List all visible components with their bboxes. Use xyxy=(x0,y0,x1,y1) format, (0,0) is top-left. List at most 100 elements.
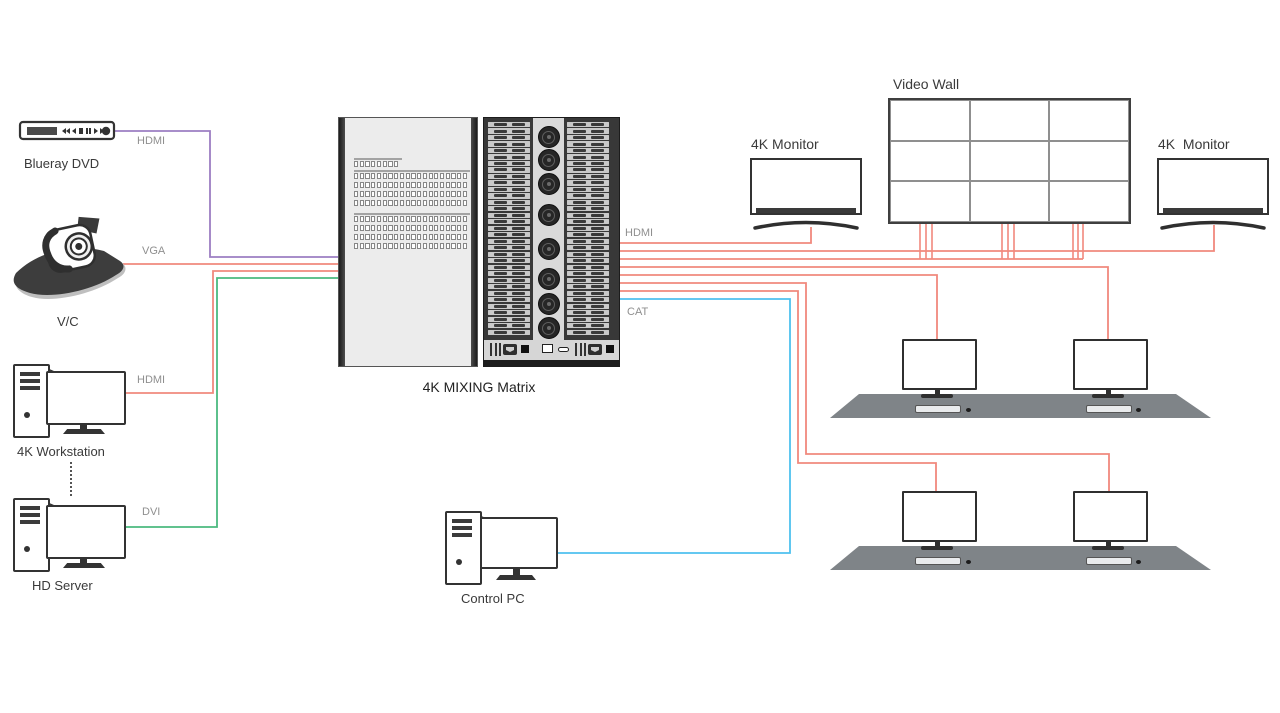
matrix-rear-slot xyxy=(488,134,530,141)
mouse-icon xyxy=(966,408,971,412)
matrix-rear-slot xyxy=(488,212,530,218)
matrix-rear-slot xyxy=(488,310,530,316)
cable-label-out-hdmi: HDMI xyxy=(625,227,654,239)
matrix-rear-slot xyxy=(488,277,530,283)
cable-out-desk1-left xyxy=(620,274,938,340)
matrix-front-button xyxy=(417,225,422,231)
workstation-monitor xyxy=(46,371,126,425)
desk2-monitor-right-stand xyxy=(1106,542,1111,548)
keyboard-icon xyxy=(1086,557,1132,565)
matrix-front-button xyxy=(457,200,462,206)
matrix-front-button xyxy=(371,234,376,240)
matrix-front-button xyxy=(462,243,468,249)
matrix-front-button xyxy=(399,200,405,206)
matrix-front-button xyxy=(388,173,393,179)
matrix-front-button-row xyxy=(354,182,468,188)
cable-out-desk2-left xyxy=(620,290,937,492)
matrix-front-button xyxy=(388,200,393,206)
desk-2 xyxy=(830,546,1211,570)
blueray-dvd-label: Blueray DVD xyxy=(24,156,100,171)
matrix-front-button xyxy=(399,216,405,222)
matrix-front-button xyxy=(417,216,422,222)
monitor-right-stand xyxy=(1160,220,1266,230)
matrix-front-bar xyxy=(354,170,470,172)
matrix-front-button xyxy=(365,243,370,249)
matrix-front-button xyxy=(434,225,439,231)
matrix-front-button xyxy=(354,182,359,188)
matrix-front-button xyxy=(411,243,416,249)
matrix-front-button xyxy=(382,200,387,206)
matrix-front-button xyxy=(428,200,433,206)
matrix-rear-slot xyxy=(567,141,609,147)
matrix-rear-slot xyxy=(567,199,609,205)
matrix-rear-slot xyxy=(488,258,530,264)
matrix-front-button xyxy=(422,225,427,231)
matrix-rear-slot xyxy=(567,180,609,186)
matrix-front-button xyxy=(394,243,399,249)
matrix-front-button xyxy=(411,225,416,231)
matrix-front-button xyxy=(451,243,456,249)
matrix-rear-slot xyxy=(567,238,609,244)
matrix-rear-slot xyxy=(567,212,609,218)
matrix-rear-right-slots xyxy=(567,122,609,335)
cable-out-desk1-right xyxy=(620,266,1109,340)
matrix-rear-slot xyxy=(488,238,530,244)
cable-control-pc-cat xyxy=(554,298,791,554)
matrix-front-button xyxy=(388,191,393,197)
matrix-front-bar xyxy=(354,213,470,215)
matrix-front-button xyxy=(411,191,416,197)
matrix-rear-slot xyxy=(567,134,609,141)
matrix-front-button xyxy=(394,161,399,167)
matrix-rear-slot xyxy=(567,290,609,296)
matrix-front-button xyxy=(417,243,422,249)
matrix-front-button xyxy=(457,243,462,249)
matrix-front-button xyxy=(428,243,433,249)
matrix-front-button xyxy=(388,216,393,222)
matrix-rear-slot xyxy=(488,303,530,309)
matrix-rear-slot xyxy=(488,160,530,167)
matrix-front-panel xyxy=(338,117,478,367)
matrix-rear-slot xyxy=(488,316,530,322)
matrix-front-button xyxy=(434,243,439,249)
matrix-rear-slot xyxy=(567,264,609,270)
power-switch-icon xyxy=(521,345,529,353)
matrix-rear-slot xyxy=(488,193,530,199)
matrix-front-button xyxy=(394,216,399,222)
matrix-rear-slot xyxy=(567,284,609,290)
matrix-front-button xyxy=(359,200,364,206)
desk2-monitor-right-base xyxy=(1092,546,1124,550)
matrix-front-button xyxy=(440,243,445,249)
desk1-monitor-left-stand xyxy=(935,390,940,396)
workstation-server-dotted-link xyxy=(70,462,72,496)
matrix-rear-slot xyxy=(567,193,609,199)
server-monitor-base xyxy=(63,563,105,568)
matrix-rear-slot xyxy=(488,128,530,134)
monitor-left-screen xyxy=(750,158,862,215)
matrix-rear-slot xyxy=(488,251,530,257)
workstation-label: 4K Workstation xyxy=(17,444,105,459)
matrix-front-button xyxy=(371,200,376,206)
matrix-front-button xyxy=(445,225,450,231)
matrix-front-button xyxy=(376,173,382,179)
matrix-front-button-row xyxy=(354,173,468,179)
matrix-front-button xyxy=(371,191,376,197)
matrix-front-button-row xyxy=(354,216,468,222)
matrix-front-button-row xyxy=(354,234,468,240)
matrix-front-button xyxy=(451,173,456,179)
matrix-rear-slot xyxy=(488,122,530,128)
matrix-front-button xyxy=(394,191,399,197)
matrix-front-button xyxy=(399,243,405,249)
control-pc-label: Control PC xyxy=(461,591,525,606)
matrix-rear-slot xyxy=(488,284,530,290)
matrix-rear-bottom-strip xyxy=(484,340,619,360)
cable-label-server-dvi: DVI xyxy=(142,506,161,518)
matrix-front-button xyxy=(376,216,382,222)
matrix-rear-slot xyxy=(488,147,530,154)
matrix-front-button xyxy=(434,173,439,179)
cable-out-desk2-right xyxy=(620,282,1110,492)
matrix-rear-slot xyxy=(567,122,609,128)
matrix-front-button xyxy=(382,234,387,240)
usb-port-icon xyxy=(542,344,553,353)
matrix-front-button xyxy=(359,225,364,231)
